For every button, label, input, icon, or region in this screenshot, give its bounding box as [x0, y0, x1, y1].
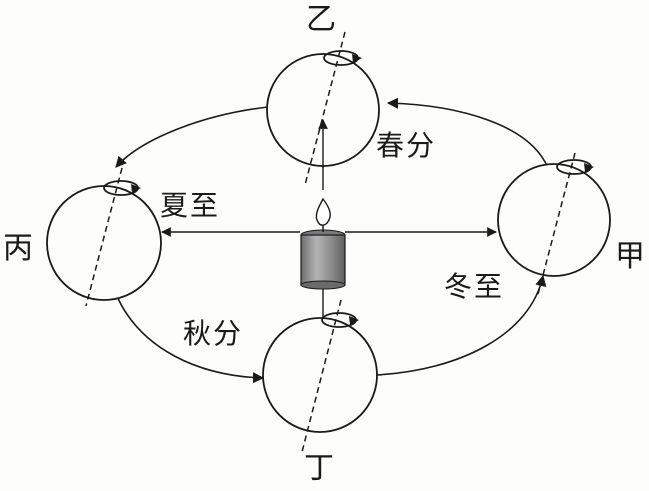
label-jia: 甲	[615, 239, 645, 274]
earth-bing	[47, 168, 161, 306]
label-yi: 乙	[306, 2, 336, 37]
label-bing: 丙	[3, 231, 33, 266]
label-autumn-equinox: 秋分	[183, 317, 243, 350]
earth-yi	[267, 32, 379, 185]
label-winter-solstice: 冬至	[444, 270, 504, 303]
earth-jia	[498, 153, 610, 298]
orbit-arc-yi-to-bing	[116, 107, 268, 167]
label-ding: 丁	[304, 451, 334, 486]
flame-icon	[316, 199, 330, 225]
earth-ding	[263, 300, 377, 452]
label-spring-equinox: 春分	[376, 129, 436, 162]
label-summer-solstice: 夏至	[160, 189, 220, 222]
candle-icon	[301, 199, 345, 289]
